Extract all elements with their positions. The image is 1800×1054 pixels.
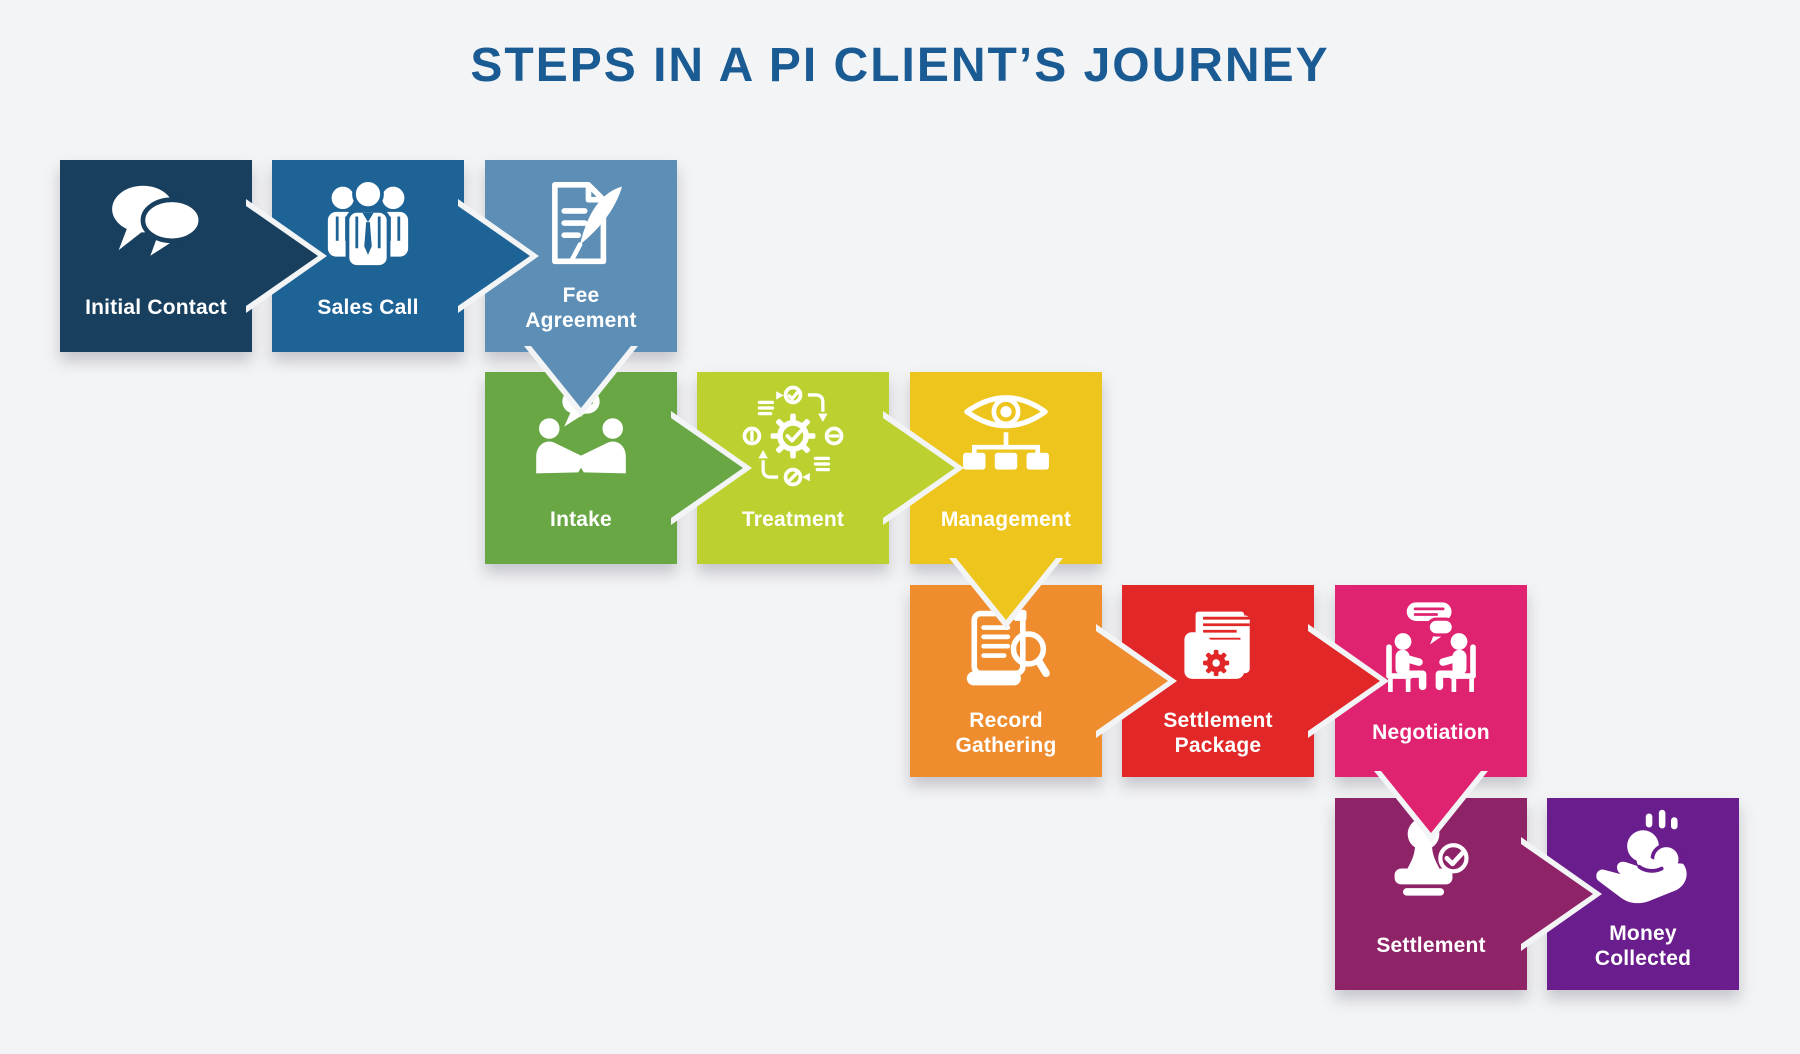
step-box-negotiation: Negotiation <box>1335 585 1527 842</box>
arrow-down-icon <box>1381 771 1481 833</box>
process-gear-icon <box>742 385 844 487</box>
step-box-settlement-package: Settlement Package <box>1122 585 1389 777</box>
step-label: Management <box>940 508 1072 532</box>
step-label: Initial Contact <box>85 296 227 320</box>
step-icon-slot <box>1375 585 1487 705</box>
step-icon-slot <box>1162 585 1274 705</box>
step-box-settlement: Settlement <box>1335 798 1602 990</box>
step-label: Sales Call <box>317 296 419 320</box>
step-label: Money Collected <box>1594 921 1692 970</box>
document-quill-icon <box>552 182 623 265</box>
step-box-management: Management <box>910 372 1102 629</box>
speech-bubbles-icon <box>112 185 204 256</box>
step-icon-slot <box>100 160 212 280</box>
arrow-down-icon <box>956 558 1056 620</box>
step-label: Treatment <box>741 508 845 532</box>
step-label: Record Gathering <box>955 708 1057 757</box>
step-label: Settlement Package <box>1163 708 1273 757</box>
step-label: Negotiation <box>1372 721 1490 745</box>
step-icon-slot <box>1587 798 1699 918</box>
arrow-down-icon <box>531 346 631 408</box>
arrow-right-icon <box>1096 631 1168 731</box>
page-title: STEPS IN A PI CLIENT’S JOURNEY <box>470 39 1330 92</box>
step-icon-slot <box>312 160 424 280</box>
step-label: Settlement <box>1376 934 1486 958</box>
discussion-icon <box>1386 602 1476 692</box>
team-icon <box>327 178 409 269</box>
step-icon-slot <box>737 372 849 492</box>
arrow-right-icon <box>1308 631 1380 731</box>
eye-hierarchy-icon <box>963 395 1049 470</box>
arrow-right-icon <box>1521 844 1593 944</box>
folder-gear-icon <box>1184 611 1250 679</box>
arrow-right-icon <box>671 418 743 518</box>
hand-coins-icon <box>1596 809 1687 904</box>
arrow-right-icon <box>246 206 318 306</box>
step-label: Intake <box>550 508 612 532</box>
arrow-right-icon <box>883 418 955 518</box>
document-search-icon <box>966 609 1050 686</box>
arrow-right-icon <box>458 206 530 306</box>
step-icon-slot <box>525 160 637 280</box>
step-label: Fee Agreement <box>525 283 637 332</box>
step-box-initial-contact: Initial Contact <box>60 160 327 352</box>
step-icon-slot <box>950 585 1062 705</box>
step-icon-slot <box>950 372 1062 492</box>
